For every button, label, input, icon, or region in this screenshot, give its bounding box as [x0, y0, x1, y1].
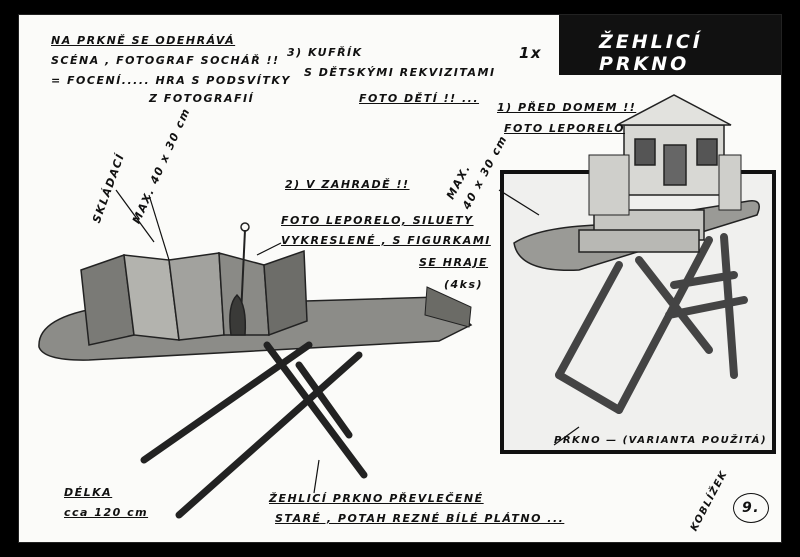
quantity: 1x — [519, 44, 543, 62]
note-scene-4: Z FOTOGRAFIÍ — [149, 92, 255, 105]
left-leporelo — [80, 222, 308, 346]
note-zahrada-1: 2) V ZAHRADĚ !! — [285, 178, 410, 191]
title-box: ŽEHLICÍ PRKNO — [559, 15, 781, 75]
note-prkno-variant: PRKNO — (VARIANTA POUŽITÁ) — [554, 435, 768, 446]
title: ŽEHLICÍ PRKNO — [599, 31, 703, 75]
note-scene-1: NA PRKNĚ SE ODEHRÁVÁ — [51, 34, 236, 47]
note-kufrik-2: S DĚTSKÝMI REKVIZITAMI — [304, 66, 496, 79]
note-zahrada-3: VYKRESLENÉ , S FIGURKAMI — [281, 234, 491, 247]
note-zahrada-4: SE HRAJE — [419, 256, 489, 269]
note-pred-domem-1: 1) PŘED DOMEM !! — [497, 101, 637, 114]
note-zahrada-5: (4ks) — [444, 278, 484, 291]
right-board-legs — [555, 233, 748, 414]
note-zahrada-2: FOTO LEPORELO, SILUETY — [281, 214, 474, 227]
note-kufrik-1: 3) KUFŘÍK — [287, 46, 363, 59]
note-zehlici-1: ŽEHLICÍ PRKNO PŘEVLEČENÉ — [269, 492, 484, 505]
note-delka-1: DÉLKA — [64, 486, 113, 499]
note-kufrik-3: FOTO DĚTÍ !! ... — [359, 92, 480, 105]
page-number: 9. — [733, 493, 770, 523]
left-board-legs — [140, 341, 368, 519]
sketch-sheet: ŽEHLICÍ PRKNO 1x NA PRKNĚ SE ODEHRÁVÁ SC… — [18, 14, 782, 543]
note-scene-2: SCÉNA , FOTOGRAF SOCHÁŘ !! — [51, 54, 280, 67]
annotation-lines — [115, 189, 580, 494]
right-leporelo — [588, 154, 742, 216]
note-zehlici-2: STARÉ , POTAH REZNÉ BÍLÉ PLÁTNO ... — [275, 512, 565, 525]
note-scene-3: = FOCENÍ..... HRA S PODSVÍTKY — [51, 74, 291, 87]
sketch-drawing — [38, 15, 781, 519]
note-delka-2: cca 120 cm — [64, 506, 149, 519]
board-nose — [424, 286, 472, 328]
note-pred-domem-2: FOTO LEPORELO — [504, 122, 625, 135]
